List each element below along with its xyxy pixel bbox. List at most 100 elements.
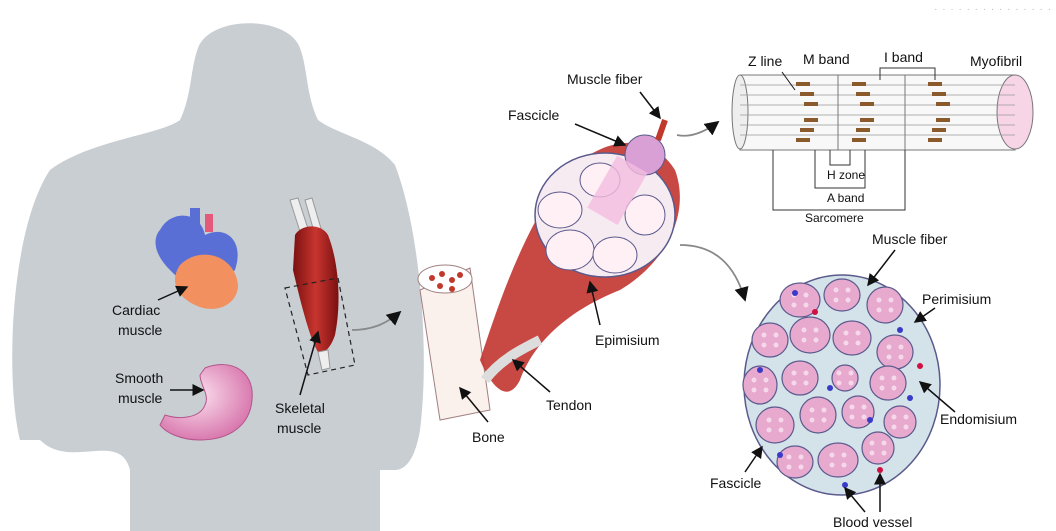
muscle-fiber-dot xyxy=(850,405,855,410)
muscle-fiber-dot xyxy=(870,451,875,456)
cross-section-icon xyxy=(743,275,940,495)
muscle-fiber-dot xyxy=(814,328,819,333)
myofibril-icon xyxy=(732,75,1033,150)
m-band-label: M band xyxy=(803,51,850,67)
cardiac-label-line2: muscle xyxy=(118,322,163,338)
fascicle-pointer xyxy=(575,124,625,145)
fascicle-bundle xyxy=(782,361,818,395)
muscle-fiber-dot xyxy=(752,378,757,383)
i-band-label: I band xyxy=(884,49,923,65)
sarcomere-label: Sarcomere xyxy=(805,211,864,225)
fascicle-bundle xyxy=(867,287,903,323)
fascicle-bundle xyxy=(790,317,830,353)
fascicle-bundle xyxy=(870,366,906,400)
muscle-fiber-dot xyxy=(774,333,779,338)
skeletal-label-line2: muscle xyxy=(277,420,322,436)
cs-muscle-fiber-label: Muscle fiber xyxy=(872,231,948,247)
muscle-fiber-dot xyxy=(804,371,809,376)
fascicle-bundle xyxy=(833,321,871,355)
muscle-fiber-dot xyxy=(799,465,804,470)
muscle-fiber-dot xyxy=(792,303,797,308)
muscle-fiber-dot xyxy=(804,293,809,298)
muscle-fiber-label: Muscle fiber xyxy=(567,71,643,87)
muscle-fiber-dot xyxy=(892,425,897,430)
muscle-fiber-dot xyxy=(774,343,779,348)
muscle-fiber-dot xyxy=(877,308,882,313)
muscle-fiber-dot xyxy=(870,441,875,446)
smooth-label-line1: Smooth xyxy=(115,370,163,386)
muscle-fiber-dot xyxy=(764,388,769,393)
blood-vessel-label: Blood vessel xyxy=(833,514,912,530)
fascicle-bundle xyxy=(756,407,794,443)
muscle-fiber-dot xyxy=(892,415,897,420)
muscle-fiber-dot xyxy=(802,328,807,333)
endomisium-label: Endomisium xyxy=(940,411,1017,427)
fascicle-bundle xyxy=(832,365,858,391)
muscle-fiber-dot xyxy=(850,415,855,420)
fascicle-bundle xyxy=(800,397,836,433)
fascicle-bundle xyxy=(777,446,813,478)
muscle-fiber-dot xyxy=(887,355,892,360)
muscle-fiber-dot xyxy=(844,341,849,346)
muscle-fiber-dot xyxy=(814,338,819,343)
muscle-fiber-dot xyxy=(849,371,854,376)
muscle-fiber-pointer xyxy=(640,92,660,118)
z-line-label: Z line xyxy=(748,53,782,69)
bone-label: Bone xyxy=(472,429,505,445)
skeletal-label-line1: Skeletal xyxy=(275,400,325,416)
muscle-fiber-dot xyxy=(752,388,757,393)
muscle-fiber-dot xyxy=(892,376,897,381)
muscle-fiber-dot xyxy=(830,453,835,458)
muscle-fiber-dot xyxy=(804,381,809,386)
cs-fascicle-label: Fascicle xyxy=(710,475,762,491)
h-zone-bracket xyxy=(830,150,850,165)
muscle-fiber-dot xyxy=(880,376,885,381)
perimisium-label: Perimisium xyxy=(922,291,991,307)
fascicle-bundle xyxy=(884,406,916,438)
cs-muscle-fiber-pointer xyxy=(868,250,895,285)
muscle-fiber-dot xyxy=(792,371,797,376)
muscle-fiber-dot xyxy=(837,371,842,376)
muscle-fiber-dot xyxy=(787,465,792,470)
flow-arrow-2 xyxy=(677,122,718,136)
muscle-fiber-dot xyxy=(764,378,769,383)
muscle-fiber-dot xyxy=(856,331,861,336)
muscle-fiber-dot xyxy=(892,386,897,391)
muscle-fiber-dot xyxy=(877,298,882,303)
muscle-fiber-dot xyxy=(899,355,904,360)
muscle-fiber-dot xyxy=(830,463,835,468)
fascicle-bundle xyxy=(752,323,788,357)
muscle-fiber-dot xyxy=(862,405,867,410)
muscle-fiber-dot xyxy=(802,338,807,343)
smooth-label-line2: muscle xyxy=(118,390,163,406)
fascicle-bundle xyxy=(824,279,860,311)
muscle-fiber-dot xyxy=(856,341,861,346)
muscle-fiber-dot xyxy=(844,331,849,336)
muscle-fiber-dot xyxy=(762,333,767,338)
tendon-label: Tendon xyxy=(546,397,592,413)
muscle-fiber-dot xyxy=(842,463,847,468)
muscle-fiber-dot xyxy=(787,455,792,460)
muscle-fiber-dot xyxy=(810,408,815,413)
muscle-fiber-dot xyxy=(810,418,815,423)
muscle-fiber-dot xyxy=(889,298,894,303)
muscle-fascicles xyxy=(535,135,675,277)
muscle-fiber-dot xyxy=(837,381,842,386)
muscle-fiber-dot xyxy=(779,428,784,433)
muscle-fiber-dot xyxy=(899,345,904,350)
muscle-fiber-dot xyxy=(804,303,809,308)
muscle-fiber-dot xyxy=(882,451,887,456)
muscle-fiber-dot xyxy=(822,408,827,413)
fascicle-bundle xyxy=(862,432,894,464)
muscle-fiber-dot xyxy=(887,345,892,350)
bone-icon xyxy=(418,265,490,420)
muscle-fiber-dot xyxy=(792,381,797,386)
fascicle-bundle xyxy=(877,335,913,369)
muscle-fiber-dot xyxy=(904,415,909,420)
cs-fascicle-pointer xyxy=(745,447,762,472)
muscle-fiber-dot xyxy=(799,455,804,460)
cardiac-label-line1: Cardiac xyxy=(112,302,160,318)
muscle-fiber-dot xyxy=(904,425,909,430)
muscle-fiber-dot xyxy=(762,343,767,348)
